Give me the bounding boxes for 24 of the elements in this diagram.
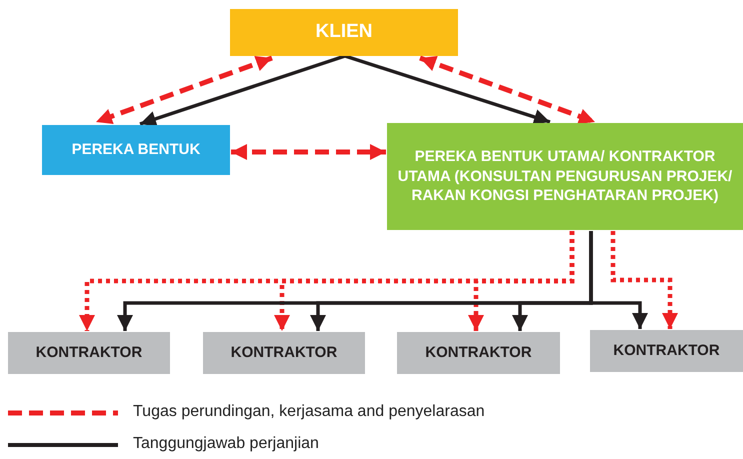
node-label: KONTRAKTOR <box>36 343 142 363</box>
arrow <box>589 231 648 329</box>
node-label: PEREKA BENTUK <box>72 140 200 160</box>
contractor-box <box>8 332 170 374</box>
legend-label: Tanggungjawab perjanjian <box>133 435 319 453</box>
arrow <box>419 56 596 124</box>
contractor-box <box>590 330 743 372</box>
node-label: KONTRAKTOR <box>613 341 720 361</box>
arrow <box>139 54 346 127</box>
arrow <box>468 231 574 331</box>
node-label: KONTRAKTOR <box>425 343 532 363</box>
contractor-box <box>397 332 560 374</box>
arrow <box>231 144 386 160</box>
contractor-box <box>203 332 365 374</box>
legend-label: Tugas perundingan, kerjasama and penyelarasan <box>133 403 485 421</box>
designer-box <box>42 125 230 175</box>
node-label: KLIEN <box>316 20 372 44</box>
node-label: PEREKA BENTUK UTAMA/ KONTRAKTOR UTAMA (KONSULTAN PENGURUSAN PROJEK/ RAKAN KONGSI PENGHATARAN PROJEK) <box>396 147 734 206</box>
client-box <box>230 9 458 56</box>
arrow <box>95 56 273 124</box>
arrow <box>344 54 551 125</box>
arrow <box>610 231 678 329</box>
node-label: KONTRAKTOR <box>230 343 338 363</box>
main-contractor-box <box>387 123 743 230</box>
